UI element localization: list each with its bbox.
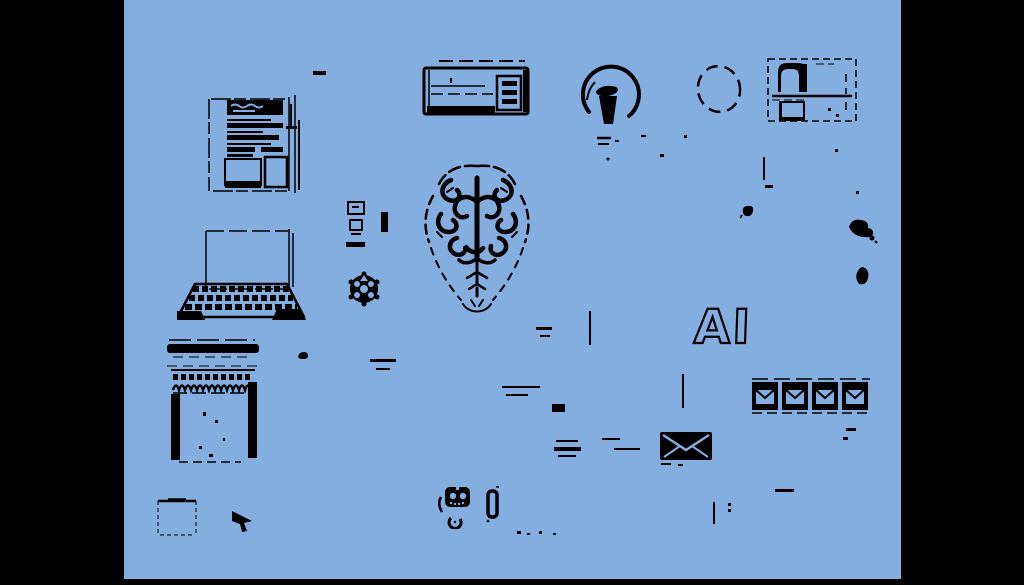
ink-mark <box>728 503 731 506</box>
document-page-icon <box>205 93 297 195</box>
ink-mark <box>856 191 859 194</box>
ink-mark <box>370 359 396 362</box>
ink-mark <box>540 335 550 337</box>
ink-blob-small-icon <box>855 265 871 289</box>
ink-mark <box>554 447 581 451</box>
brain-icon <box>417 162 537 322</box>
ink-mark <box>556 440 578 442</box>
envelope-icon <box>658 428 714 468</box>
ink-blob-bird-icon <box>846 217 878 245</box>
ink-mark <box>763 157 765 180</box>
ink-mark <box>506 394 528 396</box>
ink-mark <box>502 386 540 388</box>
ink-mark <box>843 437 848 440</box>
ink-mark <box>602 438 620 440</box>
ink-mark <box>765 185 773 188</box>
ink-mark <box>558 455 576 457</box>
ink-mark <box>728 509 731 512</box>
carton-box-icon <box>156 497 202 539</box>
robot-head-icon <box>437 485 475 529</box>
cursor-arrow-icon <box>229 509 255 535</box>
ink-mark <box>775 489 794 492</box>
ink-mark <box>660 154 664 157</box>
ink-mark <box>527 533 530 535</box>
sketch-circle-icon <box>694 63 744 115</box>
ink-mark <box>290 104 292 126</box>
ink-mark <box>286 126 297 129</box>
ink-mark <box>846 428 856 431</box>
ink-blob-left-icon <box>740 203 756 219</box>
doodle-canvas: AI <box>124 0 901 582</box>
credit-card-icon <box>421 58 535 124</box>
ink-mark <box>713 502 715 524</box>
lightbulb-icon <box>577 64 647 164</box>
mini-device-icon <box>344 198 370 254</box>
profile-card-icon <box>766 56 860 126</box>
ink-mark <box>298 120 300 190</box>
ink-mark <box>682 374 684 408</box>
ink-mark <box>684 135 687 138</box>
ink-mark <box>313 71 326 75</box>
ink-mark <box>614 448 640 450</box>
ink-mark <box>539 531 542 534</box>
ink-mark <box>376 368 390 370</box>
gear-icon <box>347 271 381 307</box>
ink-mark <box>536 327 552 330</box>
ink-mark <box>835 149 838 152</box>
storefront-awning-icon <box>163 338 267 466</box>
ink-mark <box>589 311 591 345</box>
keyboard-icon <box>175 281 307 323</box>
smartphone-icon <box>485 485 501 523</box>
ai-text: AI <box>693 300 750 351</box>
ink-mark <box>517 531 521 534</box>
computer-mouse-icon <box>296 350 310 360</box>
ink-mark <box>553 533 556 535</box>
ink-bar <box>381 212 388 232</box>
envelope-tiles-icon <box>750 377 872 415</box>
ink-mark <box>552 404 565 412</box>
ai-lettering: AI <box>692 299 750 351</box>
